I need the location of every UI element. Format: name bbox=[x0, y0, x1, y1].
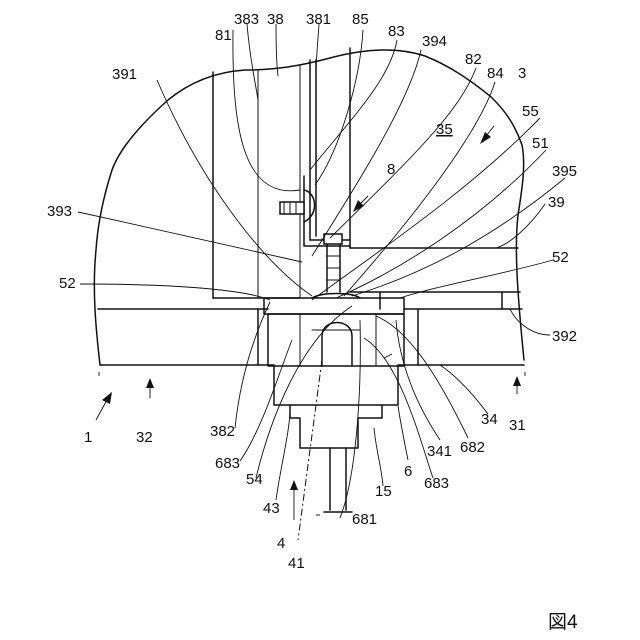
housing-outline bbox=[94, 50, 524, 365]
cover-plate bbox=[98, 309, 524, 365]
label-681: 681 bbox=[352, 511, 377, 528]
label-391: 391 bbox=[112, 66, 137, 83]
label-54: 54 bbox=[246, 471, 263, 488]
label-394: 394 bbox=[422, 33, 447, 50]
label-85: 85 bbox=[352, 11, 369, 28]
label-84: 84 bbox=[487, 65, 504, 82]
label-341: 341 bbox=[427, 443, 452, 460]
label-683-right: 683 bbox=[424, 475, 449, 492]
label-683-left: 683 bbox=[215, 455, 240, 472]
sensor-housing bbox=[264, 294, 404, 513]
label-395: 395 bbox=[552, 163, 577, 180]
label-392: 392 bbox=[552, 328, 577, 345]
label-15: 15 bbox=[375, 483, 392, 500]
label-4: 4 bbox=[277, 535, 285, 552]
label-393: 393 bbox=[47, 203, 72, 220]
label-52-left: 52 bbox=[59, 275, 76, 292]
label-82: 82 bbox=[465, 51, 482, 68]
label-382: 382 bbox=[210, 423, 235, 440]
label-34: 34 bbox=[481, 411, 498, 428]
label-3: 3 bbox=[518, 65, 526, 82]
label-381: 381 bbox=[306, 11, 331, 28]
label-38: 38 bbox=[267, 11, 284, 28]
label-52-right: 52 bbox=[552, 249, 569, 266]
label-81: 81 bbox=[215, 27, 232, 44]
wall-38 bbox=[213, 66, 300, 298]
label-383: 383 bbox=[234, 11, 259, 28]
bracket-8 bbox=[280, 48, 350, 292]
label-39: 39 bbox=[548, 194, 565, 211]
label-32: 32 bbox=[136, 429, 153, 446]
label-83: 83 bbox=[388, 23, 405, 40]
label-55: 55 bbox=[522, 103, 539, 120]
label-682: 682 bbox=[460, 439, 485, 456]
label-8: 8 bbox=[387, 161, 395, 178]
label-1: 1 bbox=[84, 429, 92, 446]
label-35: 35 bbox=[436, 121, 453, 138]
label-6: 6 bbox=[404, 463, 412, 480]
label-31: 31 bbox=[509, 417, 526, 434]
figure-caption: 図4 bbox=[548, 612, 578, 633]
label-51: 51 bbox=[532, 135, 549, 152]
label-43: 43 bbox=[263, 500, 280, 517]
optical-axis bbox=[298, 360, 322, 540]
label-41: 41 bbox=[288, 555, 305, 572]
